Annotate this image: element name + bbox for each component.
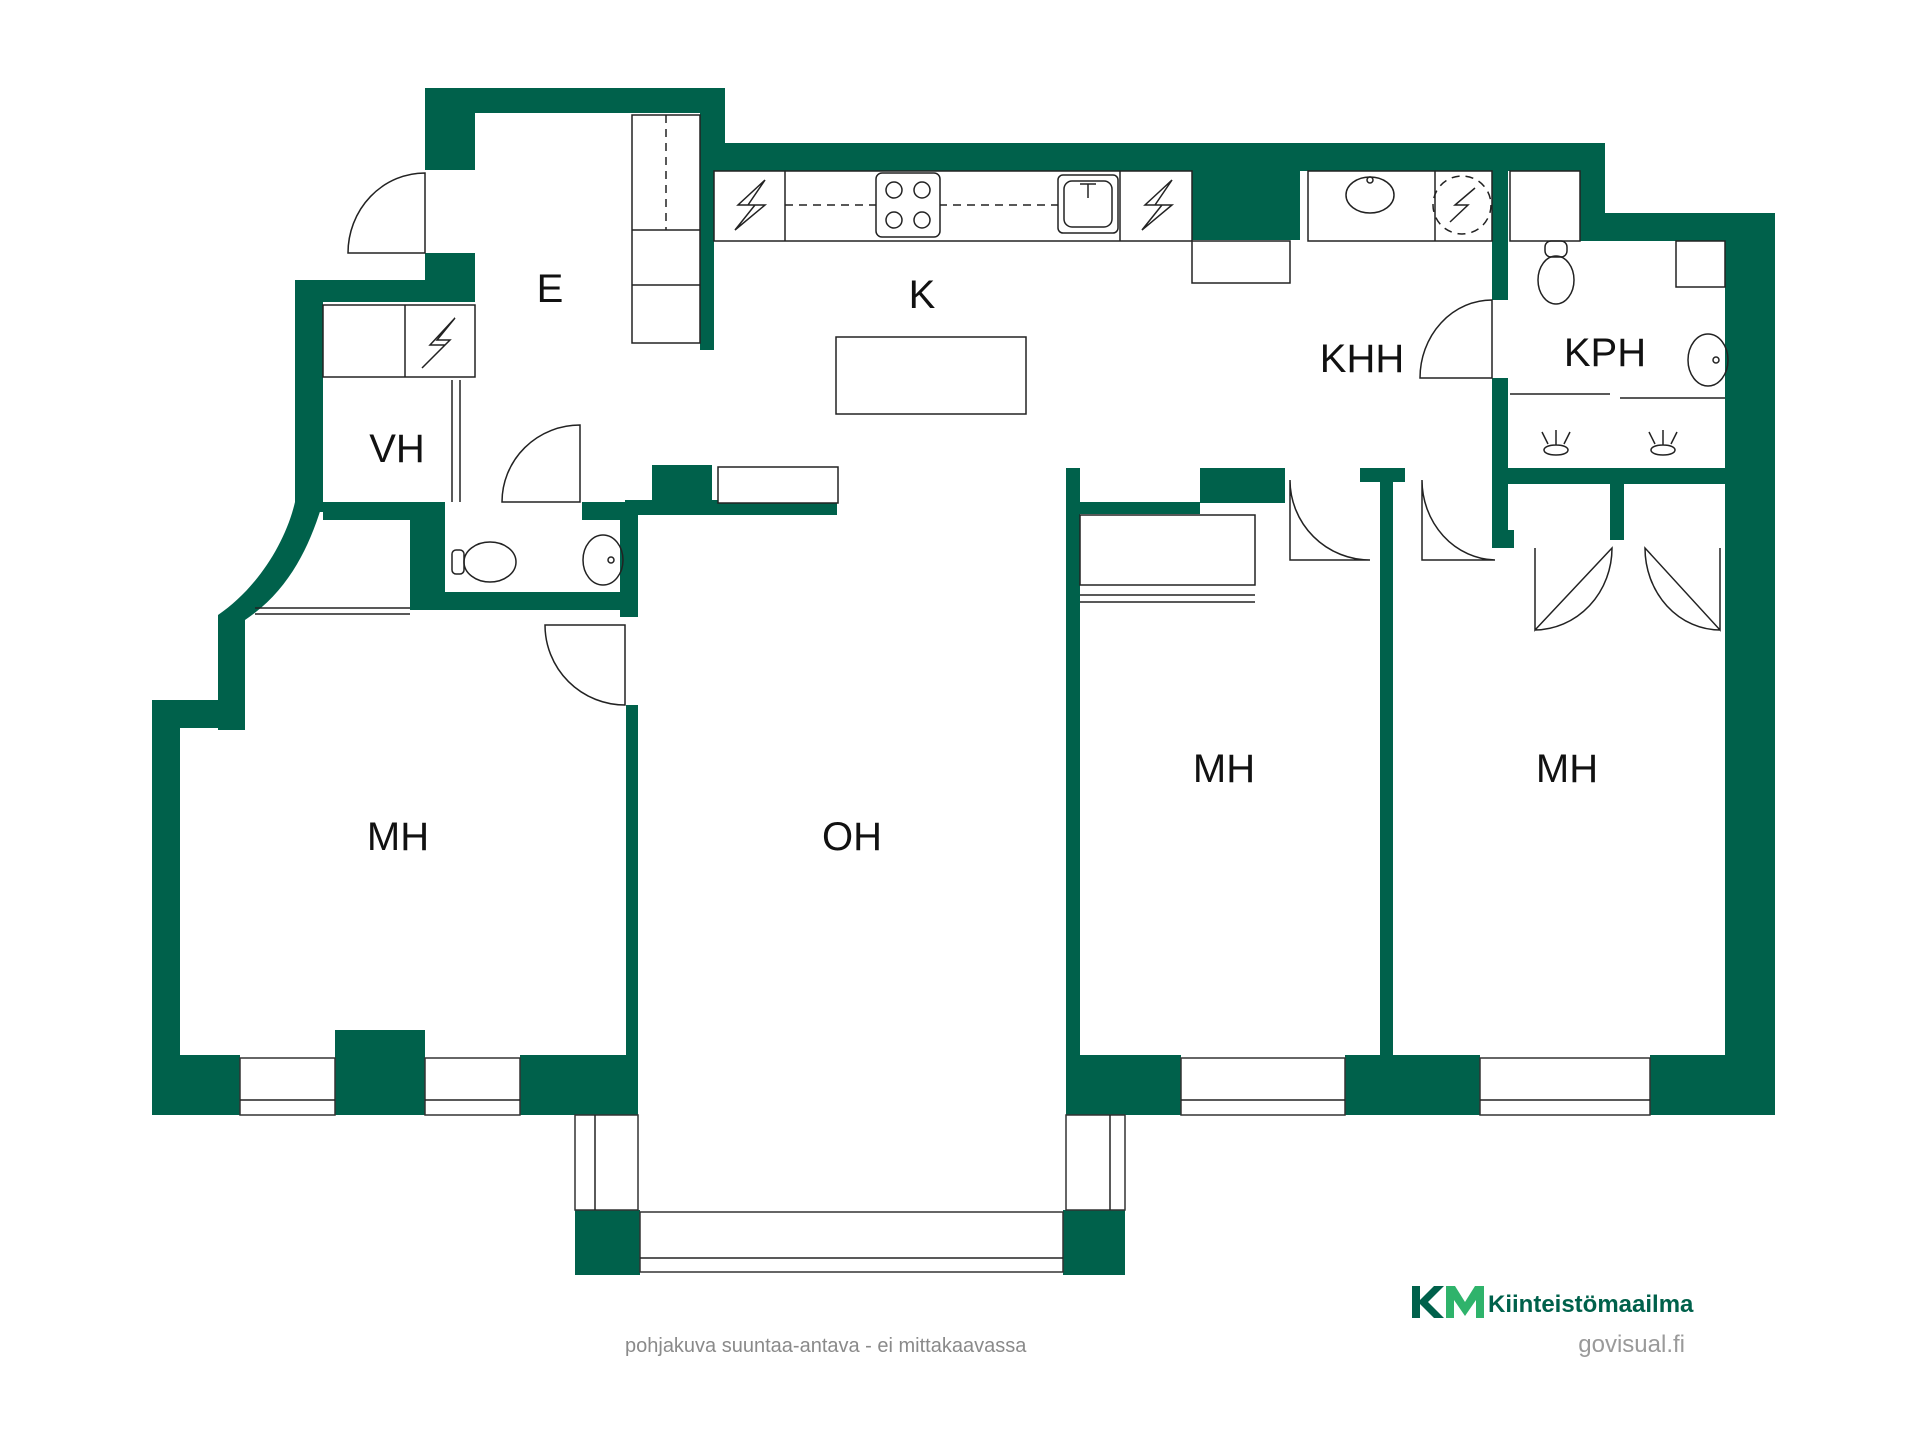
wardrobe [1079, 514, 1256, 586]
bedroom-middle-door[interactable] [1289, 479, 1371, 561]
washbasin-icon [582, 534, 624, 586]
bay-window [639, 1211, 1064, 1273]
window [1479, 1057, 1651, 1116]
credit-text: govisual.fi [1578, 1331, 1685, 1358]
room-label-entrance: E [537, 267, 564, 311]
room-labels: E K KHH KPH VH OH MH MH MH [367, 267, 1646, 859]
bay-window [1065, 1114, 1126, 1211]
kph-door[interactable] [1419, 299, 1493, 379]
washbasin-icon [1687, 333, 1729, 387]
closet-door[interactable] [1534, 546, 1613, 632]
fixtures [255, 114, 1729, 615]
electric-icon [734, 179, 768, 231]
brand-name: Kiinteistömaailma [1488, 1291, 1694, 1318]
km-logo-icon [1412, 1286, 1484, 1318]
windows [239, 1057, 1651, 1273]
room-label-living: OH [822, 815, 882, 859]
kitchen-island [835, 336, 1027, 415]
toilet-icon [463, 541, 517, 583]
shower-icon [1648, 430, 1678, 456]
window [424, 1057, 521, 1116]
bay-window [574, 1114, 639, 1211]
sink-icon [1057, 174, 1119, 234]
window [1180, 1057, 1346, 1116]
bedroom-west-door[interactable] [544, 624, 626, 706]
room-label-toilet: VH [369, 427, 425, 471]
shelf [322, 304, 476, 378]
disclaimer-text: pohjakuva suuntaa-antava - ei mittakaava… [625, 1335, 1027, 1357]
washing-machine-icon [1432, 175, 1492, 235]
electric-icon [421, 317, 456, 369]
window [239, 1057, 336, 1116]
electric-icon [1141, 179, 1175, 231]
stove-icon [875, 172, 941, 238]
walls [152, 88, 1775, 1275]
room-label-bedroom-east: MH [1536, 747, 1598, 791]
room-label-kitchen: K [909, 273, 936, 317]
room-label-utility: KHH [1320, 337, 1404, 381]
wc-door[interactable] [501, 424, 581, 503]
room-label-bedroom-west: MH [367, 815, 429, 859]
shower-icon [1541, 430, 1571, 456]
doors [347, 172, 1721, 706]
bedroom-east-door[interactable] [1421, 479, 1496, 561]
entrance-door[interactable] [347, 172, 426, 254]
room-label-bedroom-middle: MH [1193, 747, 1255, 791]
closet-door[interactable] [1644, 546, 1721, 632]
toilet-icon [1537, 255, 1575, 305]
room-label-bathroom: KPH [1564, 331, 1646, 375]
brand-logo: Kiinteistömaailma [1412, 1286, 1694, 1318]
